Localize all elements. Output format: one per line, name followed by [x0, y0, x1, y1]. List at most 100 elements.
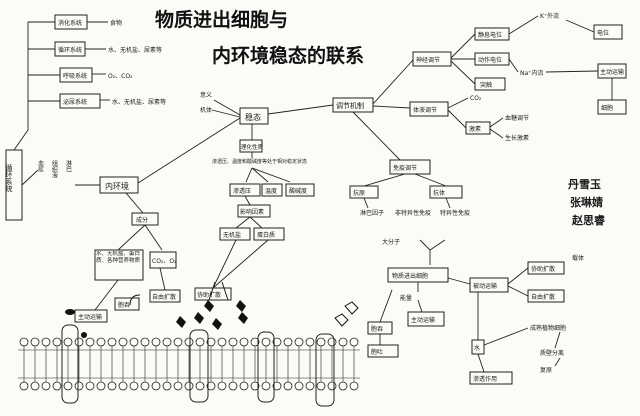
node-co2: CO₂ — [470, 95, 482, 102]
node-endo: 胞吞 — [371, 325, 383, 333]
lipid-head — [31, 338, 39, 346]
node-resting: 静息电位 — [478, 31, 502, 39]
lipid-head — [119, 382, 127, 390]
node-facil-r: 协助扩散 — [531, 265, 555, 273]
node-free-diff: 自由扩散 — [152, 293, 176, 301]
lipid-head — [20, 338, 28, 346]
node-urinary-note: 水、无机盐、尿素等 — [112, 98, 166, 106]
node-antibody: 抗体 — [433, 189, 445, 197]
lipid-head — [350, 338, 358, 346]
node-na-in: Na⁺内流 — [520, 69, 543, 77]
node-physchem-desc: 渗透压、温度和酸碱度等处于相对稳定状态 — [212, 158, 307, 165]
node-active: 主动运输 — [78, 313, 102, 321]
lipid-head — [97, 338, 105, 346]
node-passive: 被动运输 — [473, 282, 497, 290]
node-humoral: 体液调节 — [413, 106, 437, 114]
node-synapse: 突触 — [480, 81, 492, 89]
node-exo-r: 胞吐 — [371, 348, 383, 356]
lipid-head — [75, 338, 83, 346]
col-lymph: 淋巴 — [65, 159, 72, 172]
lipid-head — [119, 338, 127, 346]
author-1: 丹雪玉 — [568, 178, 601, 191]
node-transport: 物质进出细胞 — [392, 272, 428, 280]
lipid-head — [53, 382, 61, 390]
lipid-head — [284, 382, 292, 390]
node-neural: 神经调节 — [416, 56, 440, 64]
author-2: 张琳婧 — [570, 195, 603, 209]
node-respiratory: 呼吸系统 — [63, 72, 87, 80]
lipid-head — [328, 338, 336, 346]
node-comp-b: CO₂、O₂ — [152, 258, 177, 265]
node-action: 动作电位 — [478, 56, 502, 64]
lipid-head — [196, 338, 204, 346]
node-digestive-note: 食物 — [110, 19, 122, 27]
node-urinary: 泌尿系统 — [63, 98, 87, 106]
node-carrier: 载体 — [572, 254, 584, 262]
node-active-r: 主动运输 — [600, 68, 624, 76]
lipid-head — [130, 382, 138, 390]
lipid-head — [42, 338, 50, 346]
lipid-head — [108, 382, 116, 390]
node-osmotic: 渗透压 — [233, 187, 251, 195]
lipid-head — [328, 382, 336, 390]
lipid-head — [20, 382, 28, 390]
node-recovery: 复原 — [540, 366, 552, 374]
node-energy: 能量 — [400, 294, 412, 302]
lipid-head — [152, 382, 160, 390]
lipid-head — [174, 382, 182, 390]
node-exo: 胞吞 — [118, 301, 130, 309]
node-active-r2: 主动运输 — [411, 316, 435, 324]
lipid-head — [350, 382, 358, 390]
lipid-head — [185, 338, 193, 346]
lipid-head — [64, 382, 72, 390]
node-factors: 影响因素 — [240, 208, 264, 216]
lipid-head — [229, 382, 237, 390]
lipid-head — [306, 382, 314, 390]
lipid-head — [75, 382, 83, 390]
node-free-r: 自由扩散 — [531, 293, 555, 301]
lipid-head — [108, 338, 116, 346]
title-line2: 内环境稳态的联系 — [212, 44, 364, 67]
lipid-head — [295, 382, 303, 390]
lipid-head — [339, 382, 347, 390]
lipid-head — [97, 382, 105, 390]
node-k-out: K⁺外流 — [540, 12, 559, 20]
node-ph: 酸碱度 — [289, 187, 307, 195]
membrane-proteins — [62, 325, 334, 406]
node-antigen: 抗原 — [353, 189, 365, 197]
lipid-head — [141, 382, 149, 390]
node-hormone: 激素 — [469, 125, 481, 133]
node-internal-env: 内环境 — [105, 181, 129, 191]
node-regulation: 调节机制 — [336, 101, 364, 110]
phospholipid-bilayer — [20, 338, 358, 390]
node-water: 水 — [474, 344, 480, 352]
node-macro: 大分子 — [382, 238, 400, 246]
node-immune: 免疫调节 — [393, 164, 417, 172]
node-digestive: 消化系统 — [58, 19, 82, 27]
lipid-head — [317, 338, 325, 346]
author-3: 赵思睿 — [571, 213, 606, 227]
node-protein: 蛋白质 — [257, 231, 275, 239]
lipid-head — [295, 338, 303, 346]
node-circulatory: 循环系统 — [58, 46, 82, 54]
node-composition: 成分 — [136, 216, 148, 224]
lipid-head — [64, 338, 72, 346]
lipid-head — [240, 382, 248, 390]
lipid-head — [141, 338, 149, 346]
node-circulatory-note: 水、无机盐、尿素等 — [108, 46, 162, 54]
lipid-head — [185, 382, 193, 390]
lipid-head — [196, 382, 204, 390]
lipid-head — [240, 338, 248, 346]
node-physchem: 理化性质 — [241, 143, 264, 151]
lipid-head — [262, 382, 270, 390]
node-specific: 特异性免疫 — [440, 209, 470, 217]
node-facil-diff: 协助扩散 — [197, 291, 221, 299]
title-line1: 物质进出细胞与 — [155, 8, 288, 31]
lipid-head — [152, 338, 160, 346]
node-nonspecific: 非特异性免疫 — [395, 209, 431, 217]
node-growth: 生长激素 — [505, 134, 529, 142]
lipid-head — [86, 382, 94, 390]
lipid-head — [306, 338, 314, 346]
node-potential: 电位 — [597, 29, 609, 37]
